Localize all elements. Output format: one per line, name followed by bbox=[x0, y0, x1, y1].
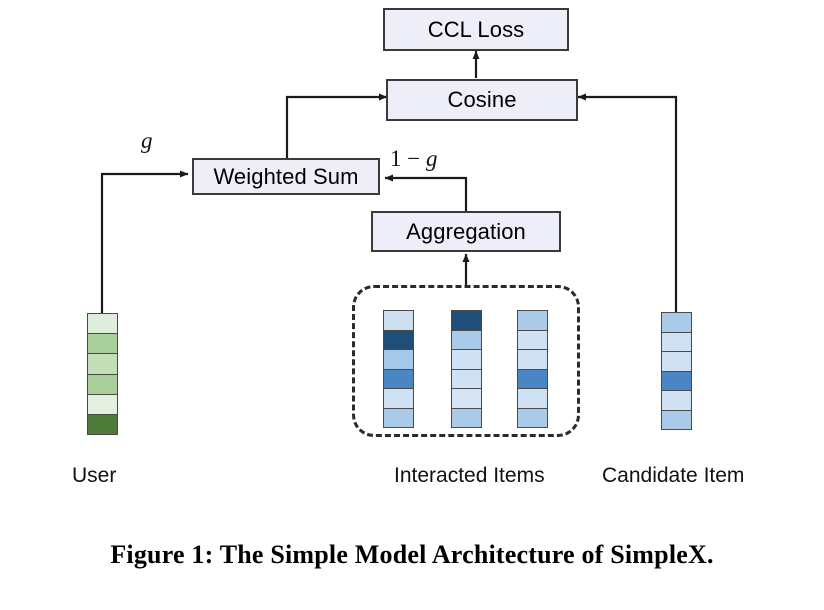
edge-candidate-to-cosine bbox=[577, 93, 678, 312]
vector-user-cell bbox=[88, 314, 117, 335]
group-interacted-items bbox=[352, 285, 580, 437]
edge-user-to-weighted-sum bbox=[100, 170, 189, 313]
vector-candidate-cell bbox=[662, 391, 691, 411]
vector-cell bbox=[518, 350, 547, 370]
vector-user-cell bbox=[88, 394, 117, 415]
vector-user-cell bbox=[88, 414, 117, 435]
label-candidate-item: Candidate Item bbox=[602, 464, 745, 487]
node-cosine[interactable]: Cosine bbox=[386, 79, 578, 121]
label-interacted-items: Interacted Items bbox=[394, 464, 545, 487]
vector-candidate-item[interactable] bbox=[661, 312, 692, 430]
vector-cell bbox=[452, 330, 481, 350]
gate-minus-operator: − bbox=[401, 146, 426, 171]
vector-cell bbox=[452, 408, 481, 427]
gate-g-suffix: g bbox=[425, 146, 438, 171]
vector-cell bbox=[384, 350, 413, 370]
vector-cell bbox=[384, 408, 413, 427]
vector-candidate-cell bbox=[662, 332, 691, 352]
vector-cell bbox=[452, 311, 481, 331]
vector-user-cell bbox=[88, 354, 117, 375]
node-cosine-label: Cosine bbox=[447, 87, 517, 112]
vector-interacted-item-3[interactable] bbox=[517, 310, 548, 428]
vector-interacted-item-2[interactable] bbox=[451, 310, 482, 428]
vector-cell bbox=[518, 330, 547, 350]
vector-candidate-cell bbox=[662, 313, 691, 333]
edge-label-gate-one-minus-g: 1 − g bbox=[390, 146, 437, 172]
vector-user[interactable] bbox=[87, 313, 118, 435]
edge-aggregation-to-weighted-sum bbox=[384, 174, 468, 216]
node-aggregation[interactable]: Aggregation bbox=[371, 211, 561, 252]
vector-user-cell bbox=[88, 374, 117, 395]
vector-interacted-item-1[interactable] bbox=[383, 310, 414, 428]
node-ccl-loss-label: CCL Loss bbox=[427, 16, 525, 42]
gate-one-prefix: 1 bbox=[390, 146, 402, 171]
node-weighted-sum[interactable]: Weighted Sum bbox=[192, 158, 380, 195]
vector-cell bbox=[384, 330, 413, 350]
vector-candidate-cell bbox=[662, 371, 691, 391]
vector-cell bbox=[518, 369, 547, 389]
vector-cell bbox=[384, 369, 413, 389]
vector-cell bbox=[452, 389, 481, 409]
vector-cell bbox=[518, 311, 547, 331]
edge-weighted-sum-to-cosine bbox=[285, 93, 388, 158]
vector-cell bbox=[452, 350, 481, 370]
vector-cell bbox=[384, 389, 413, 409]
label-user: User bbox=[72, 464, 117, 487]
vector-cell bbox=[518, 389, 547, 409]
node-aggregation-label: Aggregation bbox=[406, 218, 526, 244]
vector-candidate-cell bbox=[662, 410, 691, 429]
edge-label-gate-g: g bbox=[141, 128, 153, 153]
node-weighted-sum-label: Weighted Sum bbox=[213, 163, 359, 189]
vector-cell bbox=[452, 369, 481, 389]
vector-cell bbox=[384, 311, 413, 331]
vector-candidate-cell bbox=[662, 352, 691, 372]
node-ccl-loss[interactable]: CCL Loss bbox=[383, 8, 569, 51]
vector-cell bbox=[518, 408, 547, 427]
vector-user-cell bbox=[88, 334, 117, 355]
figure-caption: Figure 1: The Simple Model Architecture … bbox=[110, 540, 714, 569]
